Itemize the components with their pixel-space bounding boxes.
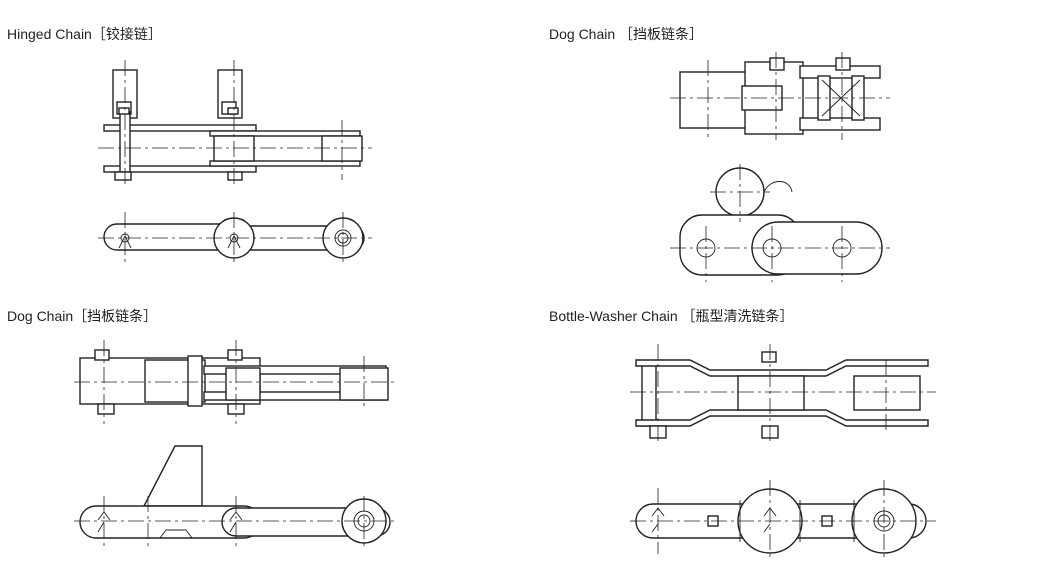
caption-dog-chain-top: Dog Chain ［挡板链条］ <box>549 26 704 42</box>
bottle-washer-chain-top-view <box>630 344 936 444</box>
dog-chain-side-view-top <box>670 164 890 282</box>
dog-chain-top-view <box>670 52 890 140</box>
dog-chain-bottom-side-view <box>74 445 396 548</box>
hinged-chain-top-view <box>98 60 372 185</box>
bottle-washer-chain-side-view <box>630 480 936 560</box>
caption-bottle-washer-chain: Bottle-Washer Chain ［瓶型清洗链条］ <box>549 308 794 324</box>
caption-dog-chain-bottom: Dog Chain［挡板链条］ <box>7 308 158 324</box>
dog-chain-bottom-top-view <box>74 340 396 424</box>
caption-hinged-chain: Hinged Chain［铰接链］ <box>7 26 162 42</box>
hinged-chain-side-view <box>98 212 372 262</box>
